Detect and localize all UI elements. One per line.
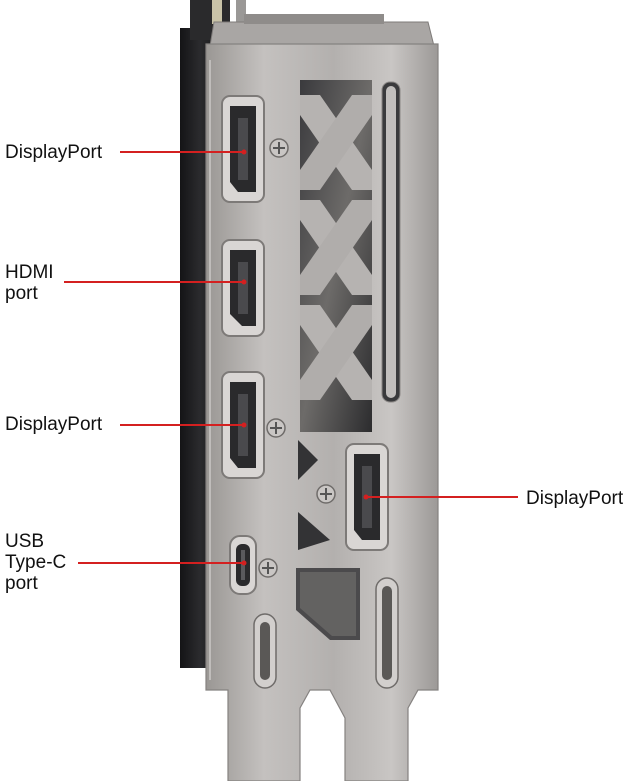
label-hdmi-line1: HDMI [5, 262, 54, 283]
screw-3 [316, 484, 336, 504]
label-displayport-3: DisplayPort [526, 488, 623, 509]
vent-cutouts [296, 80, 401, 640]
lower-mounting-slots [253, 577, 399, 689]
label-displayport-2-text: DisplayPort [5, 414, 103, 435]
hdmi-connector [221, 239, 265, 337]
leader-lines [64, 149, 518, 566]
label-displayport-3-text: DisplayPort [526, 488, 624, 509]
screw-4 [258, 558, 278, 578]
displayport-1-connector [221, 95, 265, 203]
screw-1 [269, 138, 289, 158]
label-displayport-1: DisplayPort [5, 142, 102, 163]
screw-2 [266, 418, 286, 438]
label-hdmi-port: HDMI port [5, 262, 54, 304]
label-displayport-2: DisplayPort [5, 414, 102, 435]
label-usbc-line1: USB [5, 531, 45, 552]
label-usbc-line2: Type-C [5, 552, 67, 573]
label-usbc-line3: port [5, 573, 38, 594]
label-usb-type-c-port: USB Type-C port [5, 531, 66, 594]
label-hdmi-line2: port [5, 283, 38, 304]
label-displayport-1-text: DisplayPort [5, 142, 103, 163]
